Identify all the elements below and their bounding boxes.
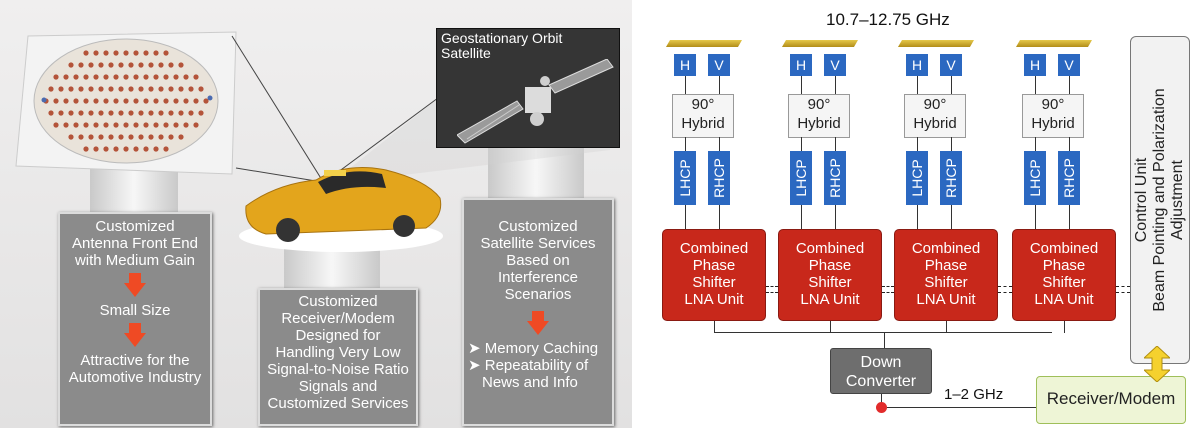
- down-arrow-icon: [527, 311, 549, 335]
- concept-panel: Geostationary Orbit Satellite Customized…: [0, 0, 632, 428]
- antenna-patch-3: [897, 40, 975, 47]
- lhcp-port-2: LHCP: [790, 151, 812, 205]
- down-converter-block: Down Converter: [830, 348, 932, 394]
- v-wire-1: [719, 76, 720, 94]
- converter-out-line: [881, 394, 882, 408]
- bidirectional-arrow-icon: [1144, 346, 1170, 382]
- lna-out-3: [946, 321, 947, 333]
- down-arrow-icon: [124, 273, 146, 297]
- h-pol-port-1: H: [674, 54, 696, 76]
- antenna-patch-1: [665, 40, 743, 47]
- lhcp-out-1: [685, 205, 686, 229]
- receiver-modem-box: Customized Receiver/Modem Designed for H…: [258, 288, 418, 426]
- bullet-memory-caching: ➤ Memory Caching: [468, 340, 599, 357]
- h-wire-1: [685, 76, 686, 94]
- v-wire-2: [835, 76, 836, 94]
- h-wire-4: [1035, 76, 1036, 94]
- v-wire-4: [1069, 76, 1070, 94]
- hybrid-coupler-3: 90°Hybrid: [904, 94, 966, 138]
- bullet-repeatability: ➤ Repeatability of: [468, 357, 589, 374]
- hybrid-coupler-4: 90°Hybrid: [1022, 94, 1084, 138]
- v-pol-port-3: V: [940, 54, 962, 76]
- satellite-icon: [457, 59, 614, 144]
- v-wire-3: [951, 76, 952, 94]
- receiver-modem-block: Receiver/Modem: [1036, 376, 1186, 424]
- lhcp-out-4: [1035, 205, 1036, 229]
- lhcp-wire-2: [801, 137, 802, 151]
- lhcp-wire-1: [685, 137, 686, 151]
- antenna-patch-4: [1015, 40, 1093, 47]
- lhcp-out-2: [801, 205, 802, 229]
- rhcp-wire-4: [1069, 137, 1070, 151]
- rhcp-port-3: RHCP: [940, 151, 962, 205]
- car-illustration: [239, 167, 443, 252]
- rhcp-out-3: [951, 205, 952, 229]
- lhcp-port-4: LHCP: [1024, 151, 1046, 205]
- if-line: [887, 407, 1037, 408]
- satellite-image: Geostationary Orbit Satellite: [436, 28, 620, 148]
- h-pol-port-3: H: [906, 54, 928, 76]
- rhcp-port-4: RHCP: [1058, 151, 1080, 205]
- rhcp-out-4: [1069, 205, 1070, 229]
- control-bus-3b: [998, 292, 1012, 293]
- satellite-services-box: Customized Satellite Services Based on I…: [462, 198, 614, 426]
- control-bus-2a: [882, 286, 894, 287]
- lhcp-wire-4: [1035, 137, 1036, 151]
- rhcp-out-2: [835, 205, 836, 229]
- h-wire-3: [917, 76, 918, 94]
- hybrid-coupler-1: 90°Hybrid: [672, 94, 734, 138]
- satellite-label: Geostationary Orbit Satellite: [441, 30, 563, 61]
- control-bus-2b: [882, 292, 894, 293]
- control-bus-1a: [766, 286, 778, 287]
- antenna-patch-2: [781, 40, 859, 47]
- lhcp-port-3: LHCP: [906, 151, 928, 205]
- v-pol-port-2: V: [824, 54, 846, 76]
- rhcp-out-1: [719, 205, 720, 229]
- lna-out-4: [1064, 321, 1065, 333]
- block-diagram-panel: 10.7–12.75 GHz H V 90°Hybrid LHCP RHCP C…: [652, 0, 1192, 428]
- antenna-array-illustration: [15, 31, 237, 175]
- rhcp-port-2: RHCP: [824, 151, 846, 205]
- rhcp-wire-3: [951, 137, 952, 151]
- lhcp-wire-3: [917, 137, 918, 151]
- lhcp-port-1: LHCP: [674, 151, 696, 205]
- lhcp-out-3: [917, 205, 918, 229]
- if-label: 1–2 GHz: [944, 386, 1004, 403]
- bus-line: [714, 332, 1052, 333]
- rhcp-wire-2: [835, 137, 836, 151]
- junction-dot: [876, 402, 887, 413]
- v-pol-port-4: V: [1058, 54, 1080, 76]
- h-wire-2: [801, 76, 802, 94]
- rhcp-port-1: RHCP: [708, 151, 730, 205]
- control-bus-4a: [1116, 286, 1130, 287]
- hybrid-coupler-2: 90°Hybrid: [788, 94, 850, 138]
- lna-out-2: [830, 321, 831, 333]
- h-pol-port-2: H: [790, 54, 812, 76]
- lna-out-1: [714, 321, 715, 333]
- bus-drop: [884, 332, 885, 348]
- v-pol-port-1: V: [708, 54, 730, 76]
- control-bus-4b: [1116, 292, 1130, 293]
- down-arrow-icon: [124, 323, 146, 347]
- control-unit-block: Control Unit Beam Pointing and Polarizat…: [1130, 36, 1190, 364]
- antenna-front-end-box: Customized Antenna Front End with Medium…: [58, 212, 212, 426]
- band-label: 10.7–12.75 GHz: [826, 10, 950, 29]
- control-bus-1b: [766, 292, 778, 293]
- bullet-continuation: News and Info: [482, 374, 578, 391]
- h-pol-port-4: H: [1024, 54, 1046, 76]
- control-bus-3a: [998, 286, 1012, 287]
- rhcp-wire-1: [719, 137, 720, 151]
